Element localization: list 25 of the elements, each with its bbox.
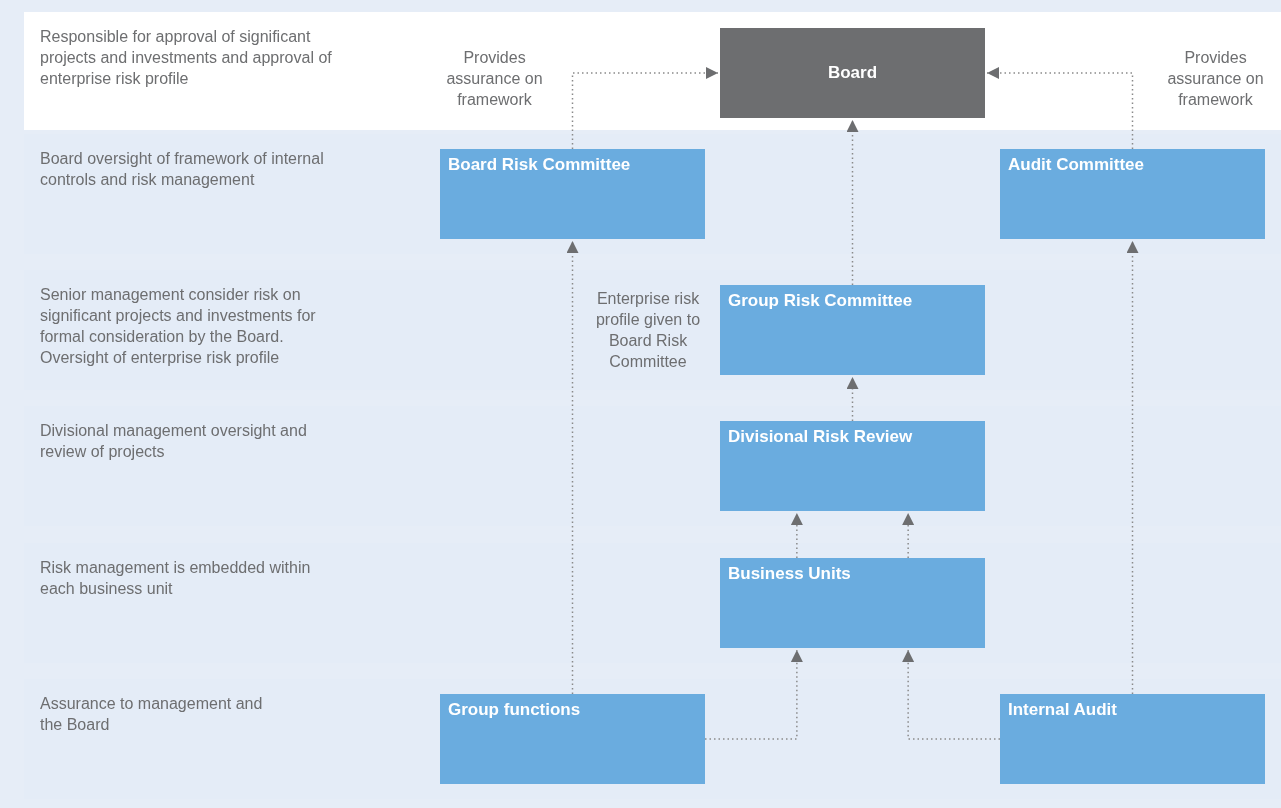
process-box: Group Risk Committee [720, 285, 985, 375]
arrow [902, 512, 915, 559]
lane-band [24, 12, 1281, 130]
lane-description: Responsible for approval of significant projects and investments and approval of enterprise risk profile [40, 27, 333, 89]
lane-description: Divisional management oversight and review of projects [40, 421, 308, 462]
process-box: Divisional Risk Review [720, 421, 985, 511]
arrow [566, 240, 579, 695]
process-box: Internal Audit [1000, 694, 1265, 784]
process-box: Group functions [440, 694, 705, 784]
arrow [986, 67, 1134, 150]
process-box: Audit Committee [1000, 149, 1265, 239]
lane-description: Risk management is embedded within each business unit [40, 558, 312, 599]
lane-description: Assurance to management and the Board [40, 694, 264, 735]
arrow [846, 376, 859, 422]
arrow [1126, 240, 1139, 695]
arrow [846, 119, 859, 286]
process-box: Business Units [720, 558, 985, 648]
process-box: Board Risk Committee [440, 149, 705, 239]
arrow [902, 649, 1001, 740]
node-caption: Enterprise risk profile given to Board Risk Committee [594, 289, 702, 372]
arrow [790, 512, 803, 559]
lane-description: Senior management consider risk on significant projects and investments for formal consideration by the Board. Oversight of enterprise risk profile [40, 285, 317, 368]
lane-description: Board oversight of framework of internal controls and risk management [40, 149, 325, 190]
arrow [571, 67, 719, 150]
process-box: Board [720, 28, 985, 118]
